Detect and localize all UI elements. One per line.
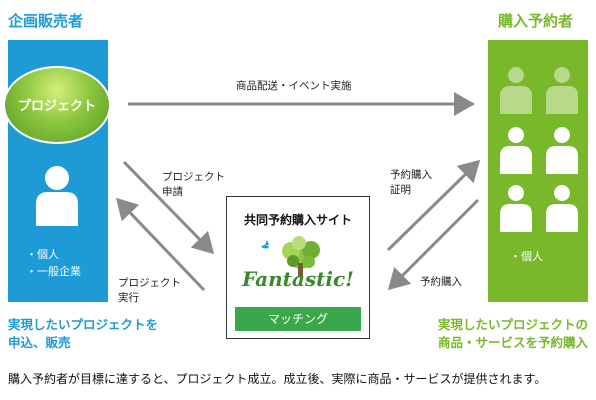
seller-caption: 実現したいプロジェクトを 申込、販売 [8,317,159,350]
buyer-caption: 実現したいプロジェクトの 商品・サービスを予約購入 [437,317,588,350]
buyer-group-icon [500,67,578,232]
platform-box: 共同予約購入サイト Fantastic! マッチング [226,196,370,339]
label-project-execute: プロジェクト 実行 [118,277,181,304]
seller-bullet-1: ・一般企業 [26,265,81,278]
label-reservation-proof: 予約購入 証明 [390,169,432,196]
project-label: プロジェクト [17,99,96,114]
arrow-project-apply [122,160,215,255]
buyer-bullet-0: ・個人 [510,250,543,263]
buyer-title: 購入予約者 [498,12,574,30]
seller-person-icon [36,166,78,226]
fantastic-logo-text: Fantastic! [242,267,354,291]
matching-bar: マッチング [235,307,361,331]
footer-note: 購入予約者が目標に達すると、プロジェクト成立。成立後、実際に商品・サービスが提供… [8,372,547,386]
label-delivery: 商品配送・イベント実施 [236,80,352,92]
platform-title: 共同予約購入サイト [243,213,352,227]
seller-bullets: ・個人 ・一般企業 [26,246,81,280]
seller-title: 企画販売者 [8,12,84,30]
arrow-reservation-proof [386,159,481,252]
project-circle [3,66,111,144]
fantastic-logo-icon [261,236,320,277]
label-project-apply: プロジェクト 申請 [162,171,225,198]
arrow-project-execute [115,197,206,292]
seller-bullet-0: ・個人 [26,248,59,261]
label-reservation-purchase: 予約購入 [420,276,462,288]
arrow-reservation-purchase [387,198,480,291]
buyer-person-icon [500,67,532,114]
